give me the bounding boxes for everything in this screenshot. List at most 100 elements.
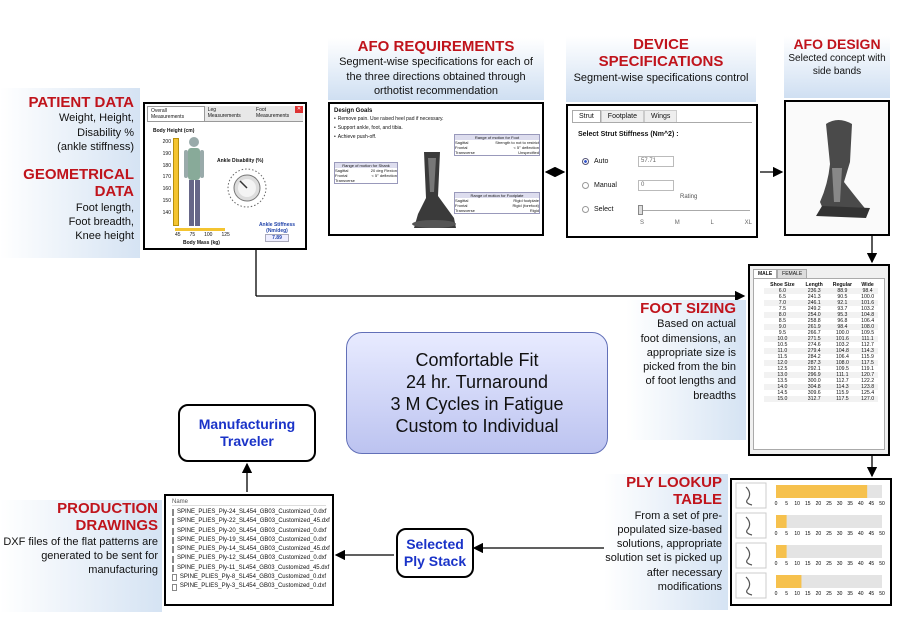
table-cell: 8.5 bbox=[778, 318, 786, 324]
axis-tick-label: 30 bbox=[837, 501, 843, 507]
file-item[interactable]: SPINE_PLIES_Ply-24_SL454_GB03_Customized… bbox=[172, 508, 326, 517]
file-icon bbox=[172, 574, 177, 582]
file-item[interactable]: SPINE_PLIES_Ply-11_SL454_GB03_Customized… bbox=[172, 564, 329, 573]
table-cell: 109.5 bbox=[861, 330, 875, 336]
auto-label: Auto bbox=[594, 158, 609, 165]
mass-slider[interactable] bbox=[175, 228, 225, 231]
dxf-file-list: Name SPINE_PLIES_Ply-24_SL454_GB03_Custo… bbox=[164, 494, 334, 606]
production-drawings-desc: DXF files of the flat patterns are gener… bbox=[3, 535, 158, 577]
auto-radio[interactable] bbox=[582, 158, 589, 165]
ply-shape-icon bbox=[745, 546, 753, 566]
table-cell: 112.7 bbox=[861, 342, 874, 348]
tab-female[interactable]: FEMALE bbox=[777, 269, 808, 278]
ply-shape-icon bbox=[745, 516, 753, 536]
axis-tick-label: 20 bbox=[816, 561, 822, 567]
patient-data-title: PATIENT DATA bbox=[28, 94, 134, 111]
production-drawings-title-2: DRAWINGS bbox=[75, 517, 159, 535]
axis-tick-label: 25 bbox=[826, 501, 832, 507]
ankle-disability-label: Ankle Disability (%) bbox=[217, 158, 264, 164]
table-cell: 309.6 bbox=[807, 390, 821, 396]
table-cell: 9.0 bbox=[764, 324, 801, 330]
table-cell: 296.9 bbox=[800, 372, 828, 378]
table-cell: 7.0 bbox=[764, 300, 801, 306]
table-cell: 104.8 bbox=[827, 348, 858, 354]
auto-value-field[interactable]: 57.71 bbox=[638, 156, 674, 167]
manual-radio[interactable] bbox=[582, 182, 589, 189]
foot-size-table-window: MALE FEMALE Shoe Size Length Regular Wid… bbox=[748, 264, 890, 456]
ply-lookup-label: PLY LOOKUP TABLE From a set of pre-popul… bbox=[604, 474, 728, 610]
manual-value-field[interactable]: 0 bbox=[638, 180, 674, 191]
table-cell: 14.5 bbox=[777, 390, 788, 396]
axis-tick-label: 5 bbox=[785, 501, 788, 507]
ply-bar bbox=[776, 575, 802, 588]
rating-slider-thumb[interactable] bbox=[638, 205, 643, 215]
ply-shape-icon bbox=[745, 576, 753, 596]
tab-foot-measurements[interactable]: Foot Measurements bbox=[253, 106, 303, 121]
table-cell: 261.9 bbox=[800, 324, 828, 330]
axis-tick-label: 15 bbox=[805, 591, 811, 597]
goal-item: •Remove pain. Use raised heel pad if nec… bbox=[334, 116, 444, 122]
file-icon bbox=[172, 546, 174, 554]
tab-strut[interactable]: Strut bbox=[572, 110, 601, 122]
tab-male[interactable]: MALE bbox=[753, 269, 778, 278]
table-cell: 284.2 bbox=[807, 354, 821, 360]
height-tick: 170 bbox=[162, 174, 171, 181]
table-cell: 103.2 bbox=[861, 306, 875, 312]
name-column-header[interactable]: Name bbox=[172, 499, 326, 506]
tab-wings[interactable]: Wings bbox=[643, 110, 678, 122]
file-item[interactable]: SPINE_PLIES_Ply-12_SL454_GB03_Customized… bbox=[172, 554, 326, 563]
height-tick: 180 bbox=[162, 162, 171, 169]
table-cell: 8.0 bbox=[764, 312, 801, 318]
file-item[interactable]: SPINE_PLIES_Ply-19_SL454_GB03_Customized… bbox=[172, 536, 326, 545]
table-cell: 114.3 bbox=[827, 384, 858, 390]
tab-footplate[interactable]: Footplate bbox=[600, 110, 644, 122]
afo-design-title: AFO DESIGN bbox=[793, 36, 881, 52]
rating-slider[interactable] bbox=[640, 210, 750, 211]
file-item[interactable]: SPINE_PLIES_Ply-14_SL454_GB03_Customized… bbox=[172, 545, 330, 554]
strut-stiffness-panel: Strut Footplate Wings Select Strut Stiff… bbox=[566, 104, 758, 238]
patient-measurements-window: Overall Measurements Leg Measurements Fo… bbox=[143, 102, 307, 250]
file-item[interactable]: SPINE_PLIES_Ply-20_SL454_GB03_Customized… bbox=[172, 527, 326, 536]
table-cell: 236.3 bbox=[800, 288, 828, 294]
file-item[interactable]: SPINE_PLIES_Ply-8_SL454_GB03_Customized_… bbox=[172, 573, 326, 582]
close-icon[interactable]: ✕ bbox=[295, 106, 303, 113]
file-icon bbox=[172, 537, 174, 545]
table-cell: 88.9 bbox=[827, 288, 858, 294]
foot-sizing-label: FOOT SIZING Based on actual foot dimensi… bbox=[626, 300, 746, 440]
select-radio[interactable] bbox=[582, 206, 589, 213]
patient-data-label: PATIENT DATA Weight, Height, Disability … bbox=[0, 88, 140, 258]
ply-shape-icon bbox=[745, 486, 753, 506]
height-slider[interactable] bbox=[173, 138, 179, 226]
ply-shape-thumbnail bbox=[735, 482, 767, 509]
selected-ply-stack-box: Selected Ply Stack bbox=[396, 528, 474, 578]
ankle-disability-dial[interactable] bbox=[225, 166, 269, 210]
ply-lookup-desc: From a set of pre-populated size-based s… bbox=[605, 509, 722, 593]
axis-tick-label: 15 bbox=[805, 531, 811, 537]
file-item[interactable]: SPINE_PLIES_Ply-22_SL454_GB03_Customized… bbox=[172, 517, 330, 526]
geometrical-data-title-1: GEOMETRICAL bbox=[23, 166, 134, 184]
axis-tick-label: 5 bbox=[785, 591, 788, 597]
afo-brace-photo bbox=[412, 152, 456, 228]
table-cell: 100.0 bbox=[861, 294, 875, 300]
ply-bar-track bbox=[776, 515, 882, 528]
ankle-stiffness-label: Ankle Stiffness (Nm/deg) bbox=[258, 222, 296, 234]
axis-tick-label: 15 bbox=[805, 501, 811, 507]
table-cell: 12.0 bbox=[764, 360, 801, 366]
table-cell: 11.5 bbox=[777, 354, 788, 360]
table-cell: 117.5 bbox=[827, 396, 858, 402]
tab-leg-measurements[interactable]: Leg Measurements bbox=[204, 106, 254, 121]
table-cell: 112.7 bbox=[836, 378, 849, 384]
afo-3d-model-icon bbox=[816, 120, 870, 218]
tab-overall-measurements[interactable]: Overall Measurements bbox=[147, 106, 205, 121]
table-cell: 108.0 bbox=[827, 360, 858, 366]
file-item[interactable]: SPINE_PLIES_Ply-3_SL454_GB03_Customized_… bbox=[172, 582, 326, 591]
